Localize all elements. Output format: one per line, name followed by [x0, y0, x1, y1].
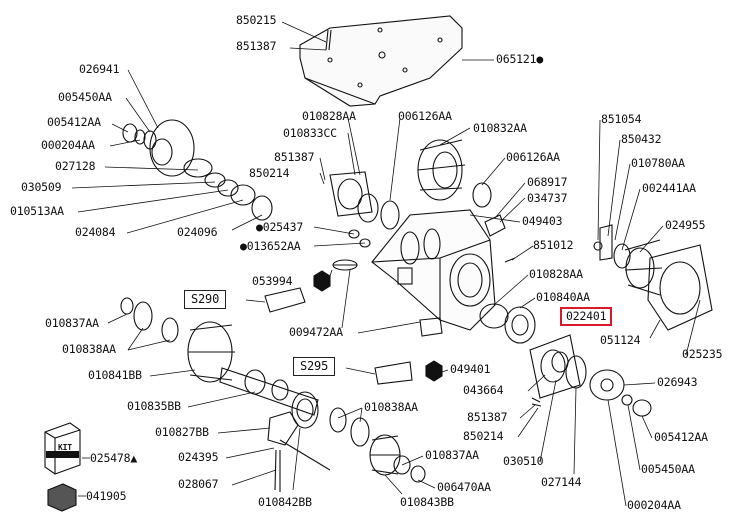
part-label: 024955 [665, 218, 706, 232]
part-label: 005412AA [47, 115, 101, 129]
part-label: 027128 [55, 159, 96, 173]
part-label: 006126AA [398, 109, 452, 123]
part-label: 010837AA [45, 316, 99, 330]
part-label: ●013652AA [240, 239, 301, 253]
part-label: 010842BB [258, 495, 312, 509]
part-label: 024096 [177, 225, 218, 239]
part-label: 065121● [496, 52, 544, 66]
part-label: 010838AA [62, 342, 116, 356]
part-label: 026941 [79, 62, 120, 76]
part-label: 850215 [236, 13, 277, 27]
part-label: 000204AA [627, 498, 681, 512]
part-label: 010780AA [631, 156, 685, 170]
part-label: 850214 [463, 429, 504, 443]
part-label: 851387 [274, 150, 315, 164]
part-label: 851012 [533, 238, 574, 252]
part-label: 000204AA [41, 138, 95, 152]
part-label: 024084 [75, 225, 116, 239]
part-label: 027144 [541, 475, 582, 489]
part-label: 010513AA [10, 204, 64, 218]
part-label: 028067 [178, 477, 219, 491]
part-label: 010843BB [400, 495, 454, 509]
part-label: 049403 [522, 214, 563, 228]
part-label: ●025437 [256, 220, 304, 234]
part-label: 030509 [21, 180, 62, 194]
part-label: 068917 [527, 175, 568, 189]
kit-code-label: 025478▲ [90, 452, 137, 465]
part-label: 010833CC [283, 126, 337, 140]
part-label: 010827BB [155, 425, 209, 439]
part-label: 005412AA [654, 430, 708, 444]
part-label: 851054 [601, 112, 642, 126]
part-label: 043664 [463, 383, 504, 397]
part-label: 010838AA [364, 400, 418, 414]
highlighted-part-label[interactable]: 022401 [560, 307, 613, 326]
part-label: 006470AA [437, 480, 491, 494]
part-label: 010828AA [302, 109, 356, 123]
callout-box-s295[interactable]: S295 [293, 357, 336, 376]
part-label: 002441AA [642, 181, 696, 195]
part-label: 030510 [503, 454, 544, 468]
kit-code: 025478 [90, 451, 131, 465]
part-label: 010840AA [536, 290, 590, 304]
part-label: 053994 [252, 274, 293, 288]
pack-code-label: 041905 [86, 489, 127, 503]
part-label: 006126AA [506, 150, 560, 164]
part-label: 010841BB [88, 368, 142, 382]
kit-box-text: KIT [58, 443, 72, 452]
part-label: 051124 [600, 333, 641, 347]
part-label: 005450AA [641, 462, 695, 476]
part-label: 009472AA [289, 325, 343, 339]
kit-marker-icon: ▲ [130, 451, 138, 465]
part-label: 850432 [621, 132, 662, 146]
part-label: 005450AA [58, 90, 112, 104]
part-label: 010835BB [127, 399, 181, 413]
part-label: 025235 [682, 347, 723, 361]
part-label: 010828AA [529, 267, 583, 281]
callout-box-s290[interactable]: S290 [184, 290, 227, 309]
part-label: 049401 [450, 362, 491, 376]
part-label: 034737 [527, 191, 568, 205]
part-label: 010832AA [473, 121, 527, 135]
part-label: 850214 [249, 166, 290, 180]
part-label: 851387 [236, 39, 277, 53]
part-label: 851387 [467, 410, 508, 424]
part-label: 026943 [657, 375, 698, 389]
part-label: 024395 [178, 450, 219, 464]
part-label: 010837AA [425, 448, 479, 462]
